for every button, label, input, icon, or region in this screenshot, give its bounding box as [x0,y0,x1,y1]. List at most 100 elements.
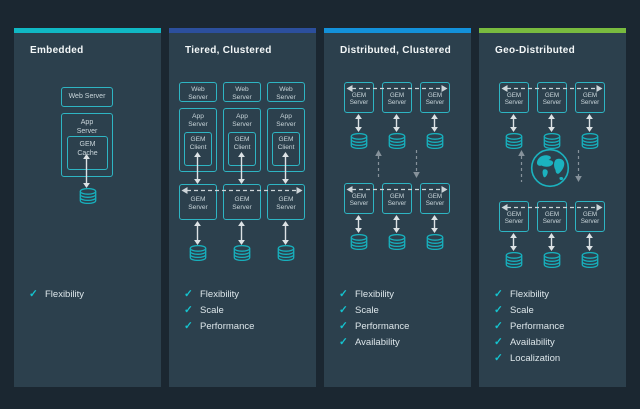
node-gem-server: GEM Server [382,82,412,113]
checkmark-icon: ✓ [494,352,503,364]
arrow-horizontal-dashed-icon [501,85,603,92]
node-gem-server: GEM Server [267,184,305,220]
node-gem-server: GEM Server [420,82,450,113]
arrow-horizontal-dashed-icon [501,204,603,211]
node-label: GEM Server [349,193,369,208]
panel-distributed-clustered: Distributed, Clustered GEM Server GEM Se… [324,28,471,387]
database-icon [543,252,561,268]
feature-label: Scale [200,304,224,316]
panel-geo-distributed: Geo-Distributed GEM Server GEM Server GE… [479,28,626,387]
arrow-vertical-double-icon [548,233,555,251]
feature-item: ✓Performance [339,318,409,334]
node-label: GEM Server [425,193,445,208]
database-icon [388,133,406,149]
arrow-down-dashed-icon [413,150,420,178]
node-web-server: Web Server [179,82,217,102]
feature-list: ✓Flexibility ✓Scale ✓Performance ✓Availa… [339,286,409,350]
panel-title: Embedded [30,45,84,56]
node-label: GEM Server [504,92,524,107]
feature-label: Scale [510,304,534,316]
feature-label: Availability [355,336,400,348]
panel-title: Tiered, Clustered [185,45,272,56]
arrow-vertical-double-icon [238,152,245,184]
database-icon [350,133,368,149]
node-label: GEM Server [349,92,369,107]
checkmark-icon: ✓ [339,304,348,316]
feature-label: Localization [510,352,561,364]
database-icon [277,245,295,261]
feature-label: Flexibility [510,288,550,300]
accent-bar [169,28,316,33]
arrow-up-dashed-icon [375,150,382,178]
checkmark-icon: ✓ [494,304,503,316]
feature-label: Performance [200,320,255,332]
node-gem-server: GEM Server [499,82,529,113]
database-icon [581,252,599,268]
database-icon [505,133,523,149]
node-label: App Server [76,119,98,135]
database-icon [426,234,444,250]
arrow-horizontal-dashed-icon [181,187,303,194]
node-label: GEM Client [233,136,251,151]
node-label: Web Server [188,86,208,101]
node-gem-server: GEM Server [575,201,605,232]
checkmark-icon: ✓ [494,320,503,332]
arrow-vertical-double-icon [393,215,400,233]
feature-label: Flexibility [355,288,395,300]
checkmark-icon: ✓ [184,320,193,332]
feature-label: Flexibility [200,288,240,300]
feature-label: Performance [510,320,565,332]
arrow-vertical-double-icon [393,114,400,132]
database-icon [79,188,97,204]
arrow-vertical-double-icon [355,215,362,233]
feature-item: ✓Flexibility [494,286,564,302]
feature-label: Availability [510,336,555,348]
node-gem-server: GEM Server [420,183,450,214]
feature-item: ✓ Flexibility [29,286,84,302]
feature-item: ✓ Availability [494,334,564,350]
database-icon [505,252,523,268]
feature-label: Performance [355,320,410,332]
checkmark-icon: ✓ [339,336,348,348]
checkmark-icon: ✓ [29,288,38,300]
arrow-vertical-double-icon [510,233,517,251]
node-label: GEM Client [277,136,295,151]
feature-item: ✓ Performance [184,318,254,334]
feature-label: Flexibility [45,288,85,300]
node-gem-server: GEM Server [537,82,567,113]
checkmark-icon: ✓ [184,288,193,300]
feature-item: ✓Flexibility [339,286,409,302]
node-label: GEM Server [387,193,407,208]
arrow-vertical-double-icon [194,152,201,184]
arrow-vertical-double-icon [586,114,593,132]
arrow-vertical-double-icon [548,114,555,132]
feature-list: ✓ Flexibility ✓ Scale ✓ Performance [184,286,254,334]
panel-title: Distributed, Clustered [340,45,452,56]
arrow-vertical-double-icon [355,114,362,132]
accent-bar [479,28,626,33]
node-gem-server: GEM Server [223,184,261,220]
node-gem-server: GEM Server [575,82,605,113]
arrow-vertical-double-icon [282,221,289,245]
node-label: GEM Server [425,92,445,107]
node-label: Web Server [232,86,252,101]
panel-tiered-clustered: Tiered, Clustered Web Server Web Server … [169,28,316,387]
node-label: GEM Server [580,211,600,226]
node-label: App Server [232,113,252,128]
node-label: GEM Server [580,92,600,107]
arrow-vertical-double-icon [83,154,90,188]
arrow-vertical-double-icon [282,152,289,184]
node-label: GEM Server [542,92,562,107]
arrow-horizontal-dashed-icon [346,85,448,92]
database-icon [189,245,207,261]
node-web-server: Web Server [61,87,113,107]
node-label: App Server [188,113,208,128]
feature-item: ✓ Performance [494,318,564,334]
arrow-vertical-double-icon [194,221,201,245]
checkmark-icon: ✓ [494,336,503,348]
node-label: GEM Server [232,196,252,211]
database-icon [388,234,406,250]
checkmark-icon: ✓ [184,304,193,316]
arrow-vertical-double-icon [586,233,593,251]
accent-bar [14,28,161,33]
